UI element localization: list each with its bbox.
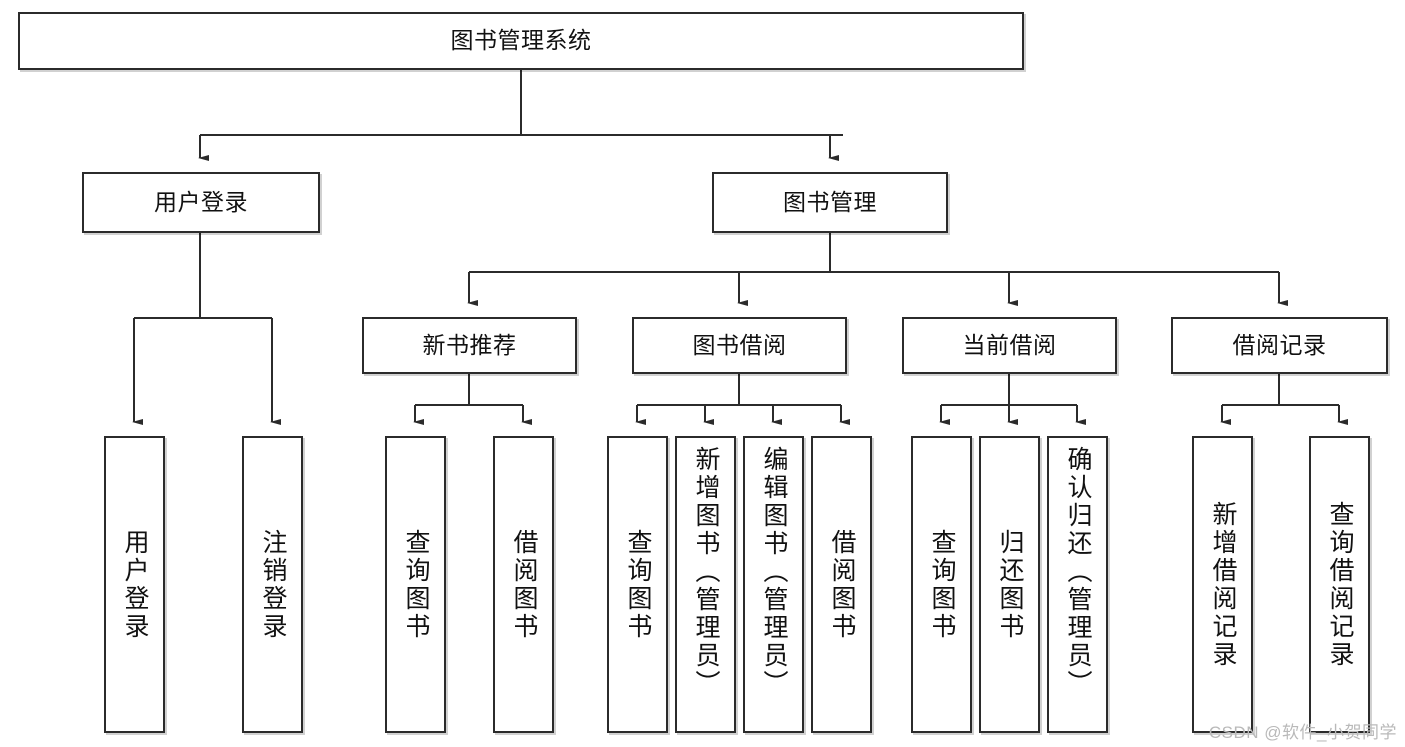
- node-leaf-return-book[interactable]: 归还图书: [979, 436, 1040, 733]
- node-label: 图书借阅: [692, 331, 787, 358]
- node-leaf-confirm-return-admin[interactable]: 确认归还（管理员）: [1047, 436, 1108, 733]
- node-label: 查询借阅记录: [1326, 500, 1354, 669]
- node-leaf-borrow-book-recommend[interactable]: 借阅图书: [493, 436, 554, 733]
- node-leaf-user-login[interactable]: 用户登录: [104, 436, 165, 733]
- node-label: 借阅图书: [510, 528, 538, 641]
- node-label: 归还图书: [996, 528, 1024, 641]
- node-label: 编辑图书（管理员）: [760, 446, 788, 698]
- node-label: 新书推荐: [422, 331, 517, 358]
- node-root-system[interactable]: 图书管理系统: [18, 12, 1024, 70]
- node-leaf-edit-book-admin[interactable]: 编辑图书（管理员）: [743, 436, 804, 733]
- node-leaf-logout[interactable]: 注销登录: [242, 436, 303, 733]
- node-label: 借阅记录: [1232, 331, 1327, 358]
- watermark-text: CSDN @软件_小贺同学: [1208, 723, 1397, 742]
- node-book-borrow[interactable]: 图书借阅: [632, 317, 847, 374]
- node-label: 查询图书: [624, 528, 652, 641]
- node-label: 确认归还（管理员）: [1064, 446, 1092, 698]
- node-label: 查询图书: [402, 528, 430, 641]
- node-label: 查询图书: [928, 528, 956, 641]
- node-borrow-record[interactable]: 借阅记录: [1171, 317, 1388, 374]
- node-label: 注销登录: [259, 528, 287, 641]
- node-new-book-recommend[interactable]: 新书推荐: [362, 317, 577, 374]
- node-label: 借阅图书: [828, 528, 856, 641]
- node-label: 新增借阅记录: [1209, 500, 1237, 669]
- node-leaf-add-book-admin[interactable]: 新增图书（管理员）: [675, 436, 736, 733]
- node-leaf-borrow-book-borrow[interactable]: 借阅图书: [811, 436, 872, 733]
- node-label: 图书管理系统: [450, 27, 592, 54]
- node-label: 当前借阅: [962, 331, 1057, 358]
- node-label: 用户登录: [121, 528, 149, 641]
- node-current-borrow[interactable]: 当前借阅: [902, 317, 1117, 374]
- node-book-manage[interactable]: 图书管理: [712, 172, 948, 233]
- node-label: 新增图书（管理员）: [692, 446, 720, 698]
- node-user-login[interactable]: 用户登录: [82, 172, 320, 233]
- node-leaf-add-borrow-record[interactable]: 新增借阅记录: [1192, 436, 1253, 733]
- node-leaf-query-borrow-record[interactable]: 查询借阅记录: [1309, 436, 1370, 733]
- node-label: 图书管理: [783, 188, 877, 215]
- node-leaf-query-book-current[interactable]: 查询图书: [911, 436, 972, 733]
- node-label: 用户登录: [154, 188, 248, 215]
- node-leaf-query-book-recommend[interactable]: 查询图书: [385, 436, 446, 733]
- node-leaf-query-book-borrow[interactable]: 查询图书: [607, 436, 668, 733]
